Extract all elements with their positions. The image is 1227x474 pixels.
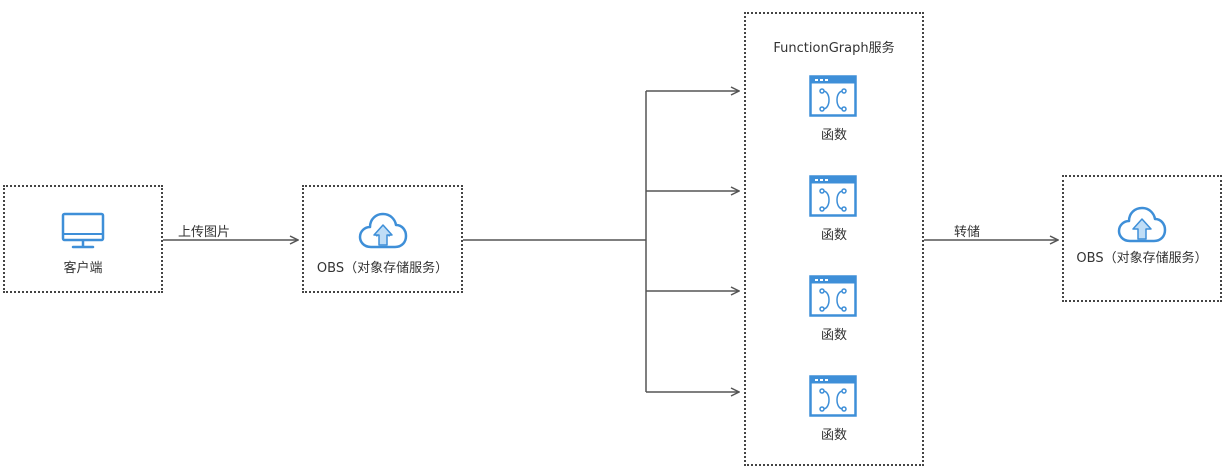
function-label: 函数 [820,328,847,343]
function-window-icon[interactable] [809,375,857,417]
function-window-icon[interactable] [809,175,857,217]
functiongraph-container[interactable]: FunctionGraph服务 函数 函数 函数 [744,12,924,466]
function-label: 函数 [820,228,847,243]
upload-label: 上传图片 [178,225,231,240]
dump-label: 转储 [954,225,981,240]
obs-target-label: OBS（对象存储服务） [1076,251,1208,266]
obs-source-label: OBS（对象存储服务） [316,261,449,276]
obs-source-node[interactable]: OBS（对象存储服务） [302,185,463,293]
cloud-upload-icon [1117,206,1167,243]
obs-target-node[interactable]: OBS（对象存储服务） [1062,175,1222,302]
function-window-icon[interactable] [809,275,857,317]
function-label: 函数 [820,128,847,143]
function-window-icon[interactable] [809,75,857,117]
monitor-icon [61,212,105,249]
client-node[interactable]: 客户端 [3,185,163,293]
functiongraph-title: FunctionGraph服务 [773,41,895,56]
client-label: 客户端 [63,261,103,276]
function-label: 函数 [820,428,847,443]
cloud-upload-icon [358,212,408,249]
